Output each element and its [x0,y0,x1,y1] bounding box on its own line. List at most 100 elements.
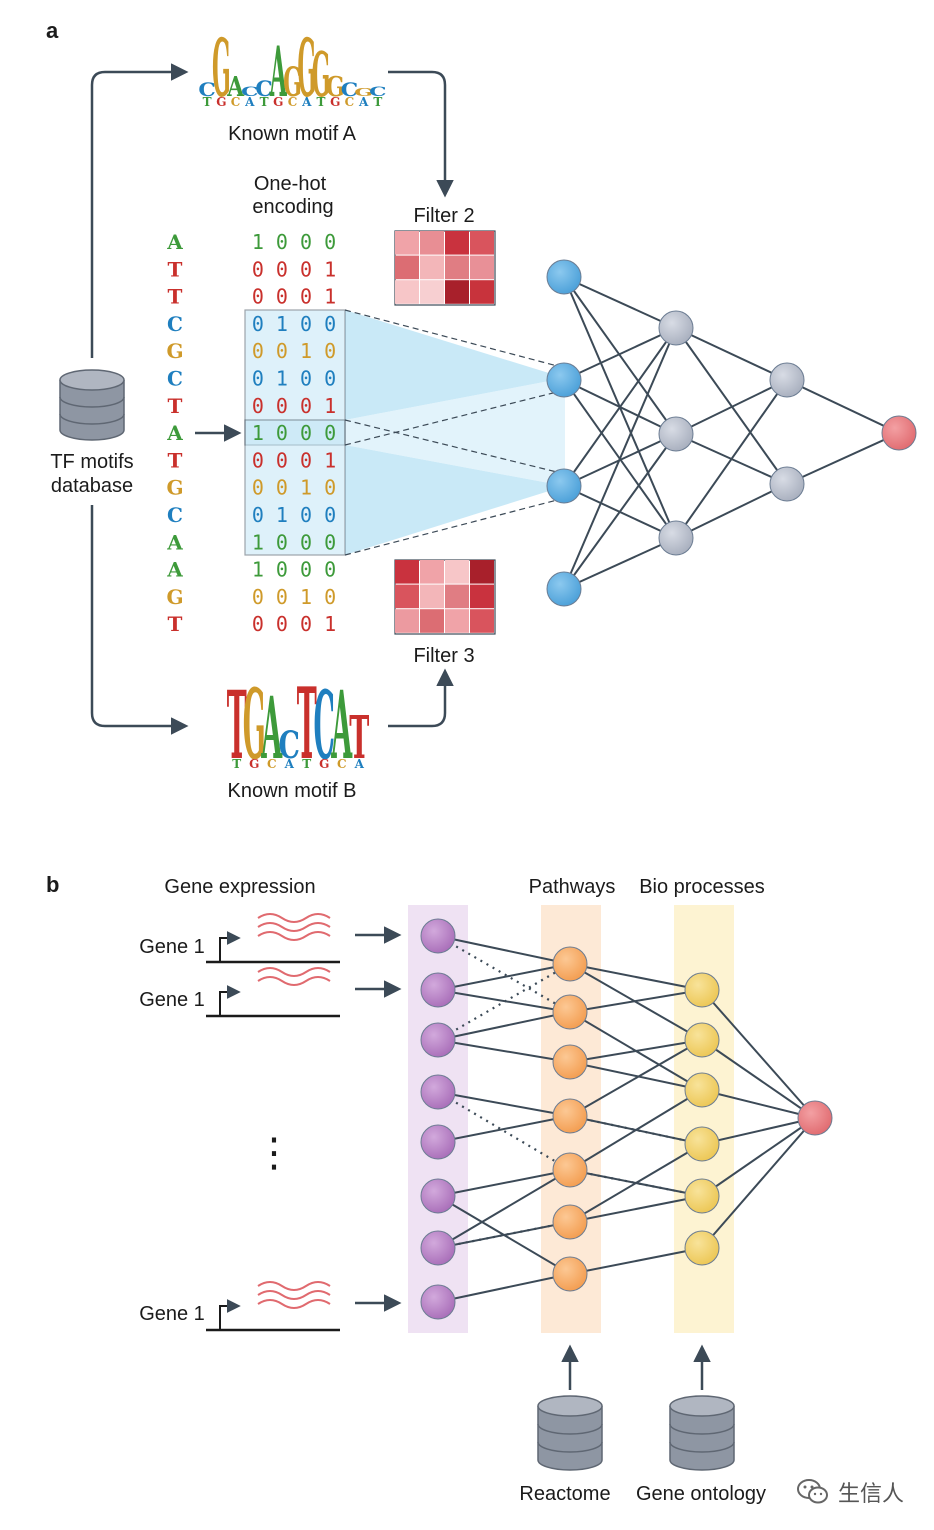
logo-letter: C [314,672,335,781]
nn-node [769,466,805,502]
nn-node [658,416,694,452]
filter-cell [395,560,419,584]
reactome-label: Reactome [519,1483,610,1505]
encoding-row: 1 0 0 0 [252,558,336,582]
filter-cell [470,255,494,280]
logo-letter-small: C [231,95,241,109]
logo-letter-small: C [267,757,277,771]
nn-node [552,1256,588,1292]
sequence-letter: C [167,503,183,527]
sequence-letter: T [168,612,183,636]
nn-node [552,1204,588,1240]
vertical-ellipsis: ⋮ [254,1131,294,1175]
nn-node [552,1098,588,1134]
nn-node [552,1044,588,1080]
nn-node [684,1126,720,1162]
sequence-letter: G [166,476,183,500]
filter-cell [445,560,469,584]
neural-network-b [420,918,833,1320]
nn-node [546,468,582,504]
filter-cell [445,609,469,633]
logo-letter-small: T [302,757,311,771]
logo-letter: G [297,21,316,115]
filter-cell [445,280,469,304]
nn-node [420,1178,456,1214]
nn-node [797,1100,833,1136]
onehot-title-line2: encoding [252,196,333,218]
nn-node [420,1022,456,1058]
filter-cell [445,255,469,280]
filter-cell [395,609,419,633]
logo-letter-small: G [273,95,283,109]
logo-letter-small: G [216,95,226,109]
filter-cell [420,280,444,304]
nn-node [684,1072,720,1108]
filter-2-heatmap [394,230,496,306]
logo-letter-small: T [232,757,241,771]
sequence-letter: T [168,394,183,418]
nn-node [684,1022,720,1058]
gene-label-2: Gene 1 [139,989,205,1011]
logo-letter-small: C [345,95,355,109]
logo-letter: T [227,672,247,781]
nn-node [420,1230,456,1266]
motif-b-label: Known motif B [228,780,357,802]
filter-cell [445,584,469,609]
promoter-arrow [219,931,241,962]
logo-letter: G [312,39,331,111]
filter-cell [395,255,419,280]
encoding-row: 1 0 0 0 [252,530,336,554]
nn-node [684,1178,720,1214]
gene-ontology-label: Gene ontology [636,1483,766,1505]
encoding-row: 0 1 0 0 [252,312,336,336]
gene-label-3: Gene 1 [139,1303,205,1325]
filter-cell [470,609,494,633]
logo-letter: A [331,672,353,781]
watermark: 生信人 [796,1476,904,1508]
expression-wave [257,967,331,977]
gene-label-1: Gene 1 [139,936,205,958]
motif-a-label: Known motif A [228,123,357,145]
logo-letter-small: A [244,95,255,109]
logo-letter: G [283,59,302,106]
encoding-row: 0 0 1 0 [252,339,336,363]
logo-letter: C [198,79,215,101]
expression-wave [257,1299,331,1309]
nn-node [769,362,805,398]
encoding-row: 0 1 0 0 [252,503,336,527]
logo-letter-small: G [249,757,259,771]
motif-b-to-filter3-arrow [388,668,454,728]
filter-2-label: Filter 2 [413,205,474,227]
filter-3-label: Filter 3 [413,645,474,667]
expression-wave [257,1281,331,1291]
sequence-letter: G [166,585,183,609]
filter-cell [395,231,419,255]
logo-letter-small: G [330,95,340,109]
nn-node [684,972,720,1008]
gene-expression-title: Gene expression [164,876,315,898]
watermark-text: 生信人 [837,1482,904,1507]
encoding-row: 0 1 0 0 [252,367,336,391]
filter-cell [420,231,444,255]
filter-cell [470,280,494,304]
window-box-2 [244,419,346,556]
logo-letter: C [369,84,386,99]
logo-letter: A [261,678,283,778]
sequence-letter: A [166,558,183,582]
db-label-line1: TF motifs [50,451,133,473]
encoding-row: 0 0 0 1 [252,448,336,472]
logo-letter-small: C [288,95,298,109]
sequence-letter: G [166,339,183,363]
logo-letter: G [212,21,231,115]
tf-motifs-database-icon [59,369,125,441]
sequence-letter: C [167,367,183,391]
encoding-row: 0 0 0 1 [252,612,336,636]
logo-letter: T [349,703,369,772]
receptive-field-bottom [345,445,565,555]
nn-node [881,415,917,451]
logo-letter: C [279,722,300,767]
logo-letter: G [243,668,266,781]
nn-node [552,946,588,982]
promoter-arrow [219,1299,241,1330]
logo-letter-small: A [354,757,365,771]
